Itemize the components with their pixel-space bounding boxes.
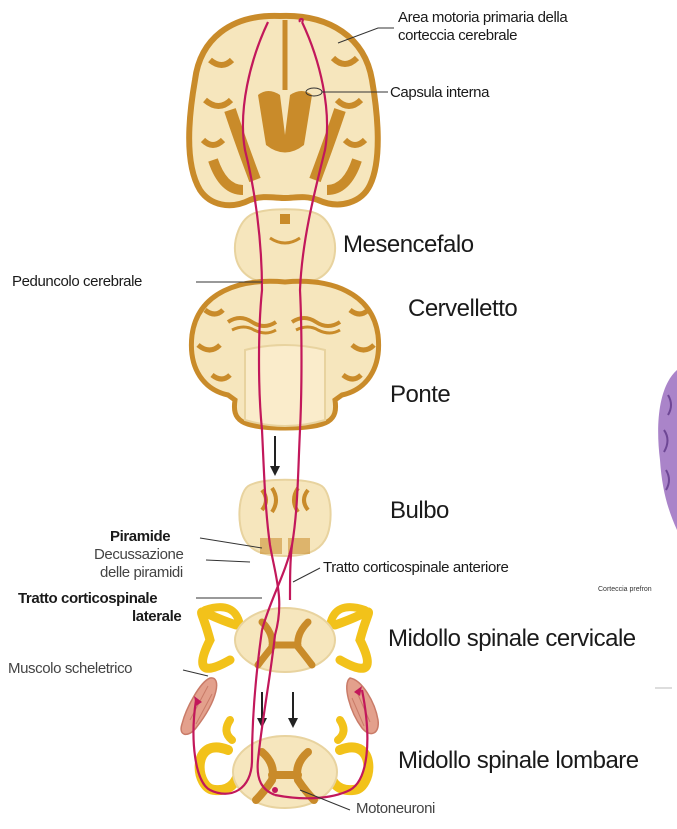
label-motoneuroni: Motoneuroni (356, 800, 435, 817)
label-ponte: Ponte (390, 381, 450, 409)
label-decussazione-line1: Decussazione (94, 546, 183, 563)
label-peduncolo-cerebrale: Peduncolo cerebrale (12, 273, 142, 290)
label-midollo-cervicale: Midollo spinale cervicale (388, 625, 636, 653)
cerebellum-section (191, 281, 378, 428)
downward-arrow (270, 436, 280, 476)
motor-neuron-dot (272, 787, 278, 793)
label-muscolo-scheletrico: Muscolo scheletrico (8, 660, 132, 677)
label-tratto-anteriore: Tratto corticospinale anteriore (323, 559, 508, 576)
label-piramide: Piramide (110, 528, 170, 545)
purple-brain-fragment (658, 370, 677, 530)
label-corteccia-prefrontale-fragment: Corteccia prefron (598, 586, 652, 593)
label-bulbo: Bulbo (390, 497, 449, 525)
label-mesencefalo: Mesencefalo (343, 231, 474, 259)
cervical-spinal-cord (202, 607, 369, 672)
label-capsula-interna: Capsula interna (390, 84, 489, 101)
midbrain-section (235, 209, 335, 286)
label-cervelletto: Cervelletto (408, 295, 517, 323)
label-tratto-laterale-line1: Tratto corticospinale (18, 590, 157, 607)
label-area-motoria-line2: corteccia cerebrale (398, 27, 517, 44)
medulla-section (239, 480, 330, 556)
label-decussazione-line2: delle piramidi (100, 564, 183, 581)
label-midollo-lombare: Midollo spinale lombare (398, 747, 639, 775)
skeletal-muscle-right (347, 678, 378, 734)
label-tratto-laterale-line2: laterale (132, 608, 181, 625)
label-area-motoria-line1: Area motoria primaria della (398, 9, 567, 26)
skeletal-muscle-left (181, 678, 217, 735)
cerebrum (189, 16, 378, 205)
